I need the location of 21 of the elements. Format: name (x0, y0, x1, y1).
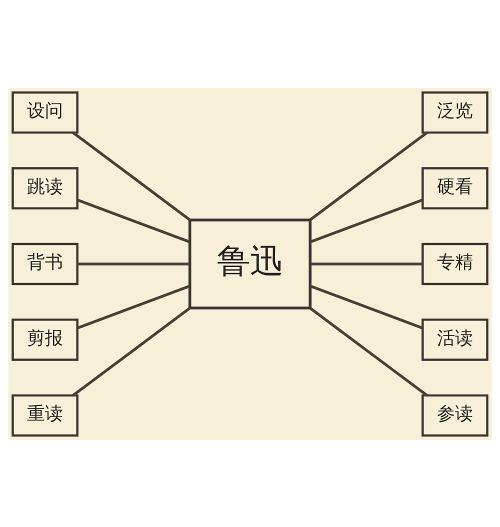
node-box: 重读 (12, 394, 78, 436)
node-box: 剪报 (12, 318, 78, 360)
connector (76, 198, 190, 243)
connector (309, 306, 428, 396)
node-box: 硬看 (422, 166, 488, 209)
node-box: 专精 (422, 242, 488, 285)
connector (310, 262, 423, 265)
connector (72, 306, 191, 396)
connector (309, 131, 428, 220)
node-box: 参读 (422, 394, 488, 436)
connector (72, 131, 191, 220)
node-box: 活读 (422, 318, 488, 360)
node-box: 跳读 (12, 166, 78, 209)
connector (76, 284, 190, 329)
node-box: 设问 (12, 90, 78, 134)
node-box: 泛览 (422, 90, 488, 134)
node-box: 背书 (12, 242, 78, 285)
node-box: 鲁迅 (188, 218, 312, 309)
connector (310, 198, 423, 243)
connector (310, 284, 423, 329)
connector (77, 262, 190, 265)
